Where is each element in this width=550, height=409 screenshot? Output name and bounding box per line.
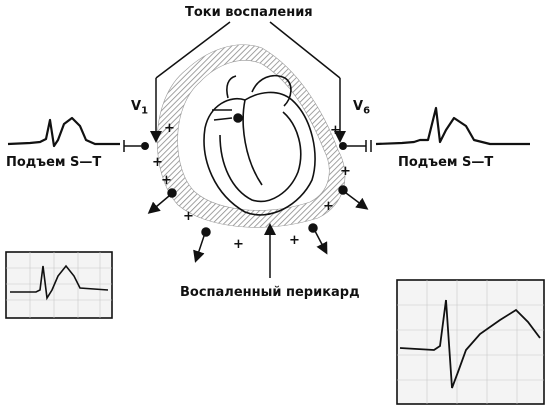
electrode-v6 (339, 140, 372, 152)
current-lines (150, 21, 346, 278)
plus-sign: + (340, 164, 351, 179)
plus-sign: + (161, 173, 172, 188)
plus-sign: + (323, 199, 334, 214)
title-label: Токи воспаления (185, 5, 313, 20)
pericardium-band (156, 44, 346, 228)
plus-sign: + (330, 123, 341, 138)
plus-sign: + (183, 209, 194, 224)
radial-electrodes (147, 185, 369, 263)
st-label-left: Подъем S—T (6, 155, 102, 170)
ecg-trace-left (7, 116, 120, 148)
plus-sign: + (152, 155, 163, 170)
ecg-strip-left (5, 251, 113, 319)
ecg-strip-right (396, 279, 545, 405)
plus-sign: + (233, 237, 244, 252)
pericardium-label: Воспаленный перикард (180, 285, 360, 300)
ecg-trace-right (375, 106, 530, 146)
lead-v6-label: V6 (353, 99, 371, 117)
plus-sign: + (289, 233, 300, 248)
electrode-v1 (123, 140, 149, 152)
lead-v1-label: V1 (131, 99, 149, 117)
plus-sign: + (164, 121, 175, 136)
st-label-right: Подъем S—T (398, 155, 494, 170)
heart-icon (203, 74, 316, 216)
